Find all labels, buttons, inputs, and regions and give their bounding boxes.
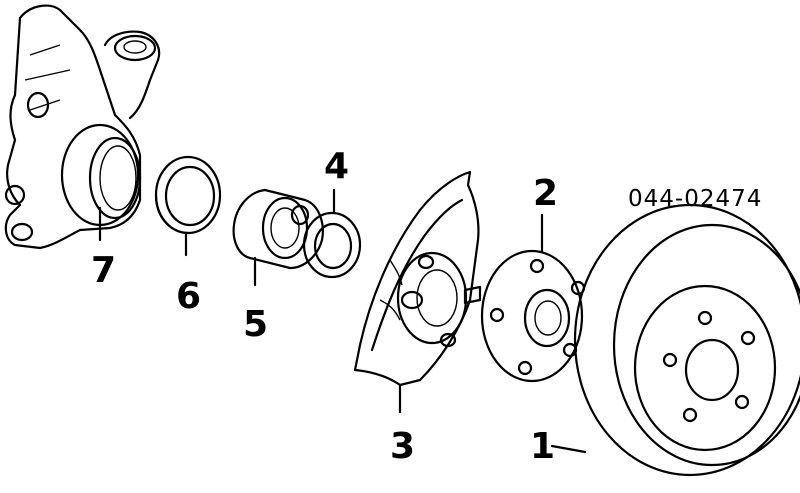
snap-ring [302, 188, 362, 279]
callout-3: 3 [390, 426, 415, 467]
dust-shield [353, 170, 482, 414]
callout-2: 2 [533, 173, 558, 214]
steering-knuckle [4, 4, 161, 250]
brake-disc [550, 203, 800, 477]
callout-1: 1 [530, 426, 555, 467]
callout-4: 4 [324, 146, 349, 187]
bearing-race [154, 155, 222, 257]
callout-6: 6 [176, 276, 201, 317]
callout-7: 7 [91, 250, 116, 291]
wheel-bearing [232, 188, 324, 287]
callout-5: 5 [243, 304, 268, 345]
part-number: 044-02474 [628, 186, 762, 212]
wheel-hub [480, 213, 586, 383]
